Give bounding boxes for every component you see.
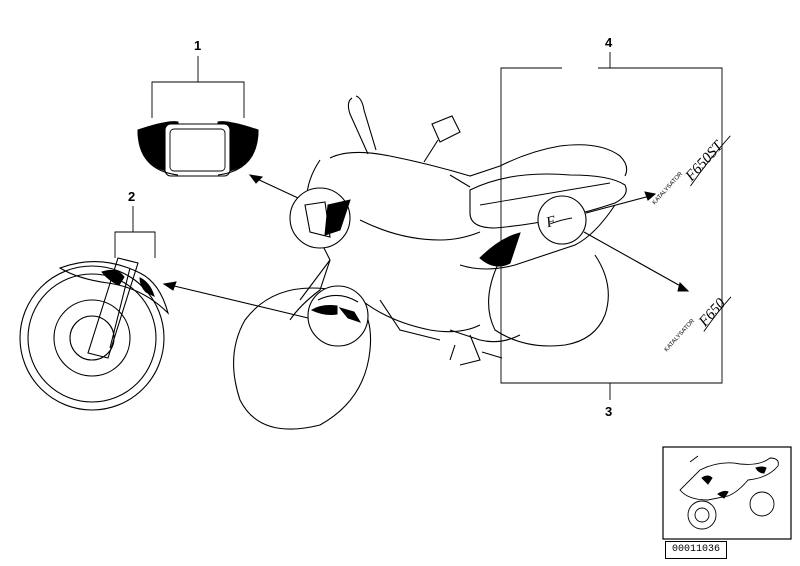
svg-text:KATALYSATOR: KATALYSATOR xyxy=(664,318,697,354)
callout-1: 1 xyxy=(194,38,201,53)
svg-text:F650: F650 xyxy=(695,295,729,330)
reference-number-label: 00011036 xyxy=(665,541,727,559)
motorcycle-outline xyxy=(233,95,628,430)
callout-4: 4 xyxy=(605,35,613,50)
bracket-2 xyxy=(114,206,156,258)
thumbnail-reference-image xyxy=(662,446,792,540)
bracket-1 xyxy=(151,56,245,118)
callout-2: 2 xyxy=(128,189,135,204)
svg-text:KATALYSATOR: KATALYSATOR xyxy=(652,171,685,207)
detail-circle-fender xyxy=(162,281,369,347)
detail-circle-instrument xyxy=(248,174,351,249)
decal-f650: KATALYSATOR F650 xyxy=(664,295,732,354)
decal-group-box xyxy=(500,52,723,400)
callout-3: 3 xyxy=(605,404,612,419)
part-1-instrument-surround xyxy=(137,121,259,177)
detail-circle-side-panel: F xyxy=(537,191,690,292)
svg-text:F650ST: F650ST xyxy=(682,137,727,185)
part-2-front-wheel xyxy=(19,257,170,411)
